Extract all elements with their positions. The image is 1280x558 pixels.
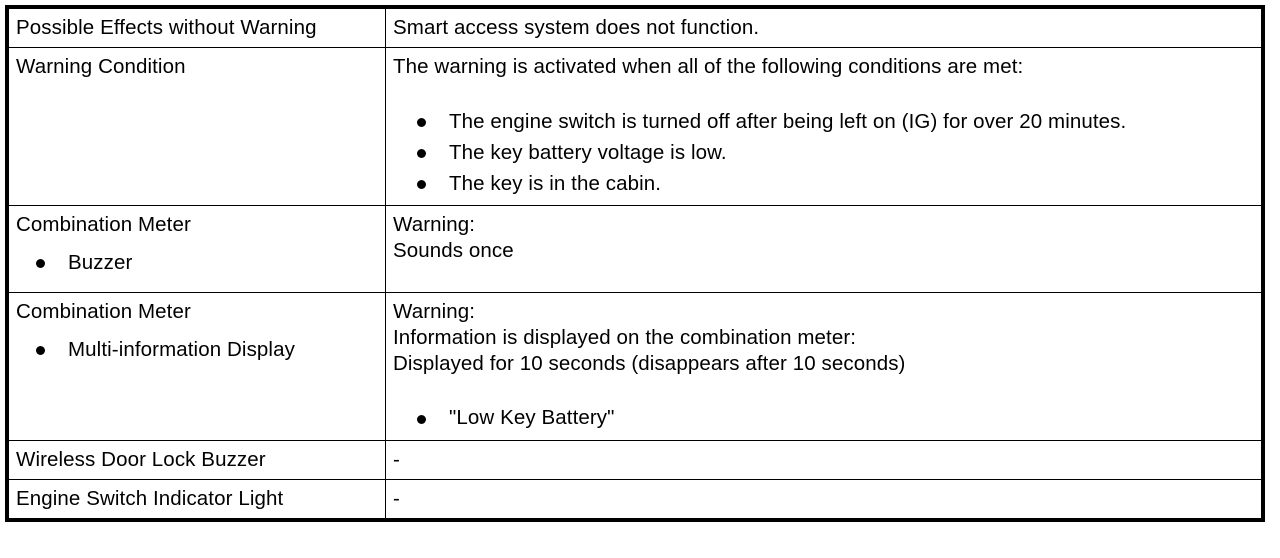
warning-specification-table: Possible Effects without Warning Smart a… bbox=[5, 5, 1265, 522]
row-label-cell-wireless-door-lock-buzzer: Wireless Door Lock Buzzer bbox=[6, 440, 386, 480]
value-line: Information is displayed on the combinat… bbox=[393, 326, 857, 349]
label-spacer bbox=[16, 325, 377, 335]
row-value-cell-combination-meter-buzzer: Warning: Sounds once bbox=[385, 205, 1264, 293]
bullet-text: Buzzer bbox=[68, 251, 133, 274]
bullet-text: The engine switch is turned off after be… bbox=[449, 110, 1127, 133]
row-label-possible-effects: Possible Effects without Warning bbox=[16, 16, 317, 39]
row-label-cell-engine-switch-indicator-light: Engine Switch Indicator Light bbox=[6, 479, 386, 521]
row-value-cell-possible-effects: Smart access system does not function. bbox=[385, 6, 1264, 48]
value-line: Displayed for 10 seconds (disappears aft… bbox=[393, 352, 906, 375]
bullet-text: "Low Key Battery" bbox=[449, 406, 615, 429]
list-item: "Low Key Battery" bbox=[393, 403, 1253, 433]
value-line: Smart access system does not function. bbox=[393, 16, 760, 39]
list-item: The key is in the cabin. bbox=[393, 168, 1253, 199]
bullet-text: Multi-information Display bbox=[68, 338, 295, 361]
row-label-cell-warning-condition: Warning Condition bbox=[6, 47, 386, 206]
table-row: Combination Meter Multi-information Disp… bbox=[6, 292, 1264, 441]
paragraph-spacer bbox=[393, 80, 1253, 106]
value-line: Warning: bbox=[393, 213, 476, 236]
value-line: Warning: bbox=[393, 300, 476, 323]
row-label-combination-meter: Combination Meter bbox=[16, 213, 191, 236]
bullet-text: The key is in the cabin. bbox=[449, 172, 662, 195]
warning-condition-bullet-list: The engine switch is turned off after be… bbox=[393, 106, 1253, 199]
row-label-combination-meter: Combination Meter bbox=[16, 300, 191, 323]
table-row: Possible Effects without Warning Smart a… bbox=[6, 6, 1264, 48]
table-row: Warning Condition The warning is activat… bbox=[6, 47, 1264, 206]
list-item: The engine switch is turned off after be… bbox=[393, 106, 1253, 137]
row-label-cell-possible-effects: Possible Effects without Warning bbox=[6, 6, 386, 48]
value-line: - bbox=[393, 448, 400, 471]
row-label-wireless-door-lock-buzzer: Wireless Door Lock Buzzer bbox=[16, 448, 266, 471]
row-value-cell-combination-meter-mid: Warning: Information is displayed on the… bbox=[385, 292, 1264, 441]
row-label-cell-combination-meter-mid: Combination Meter Multi-information Disp… bbox=[6, 292, 386, 441]
row-value-cell-wireless-door-lock-buzzer: - bbox=[385, 440, 1264, 480]
value-line: - bbox=[393, 487, 400, 510]
bullet-text: The key battery voltage is low. bbox=[449, 141, 727, 164]
list-item: The key battery voltage is low. bbox=[393, 137, 1253, 168]
row-value-cell-engine-switch-indicator-light: - bbox=[385, 479, 1264, 521]
table-row: Engine Switch Indicator Light - bbox=[6, 479, 1264, 521]
label-spacer bbox=[16, 238, 377, 248]
mid-message-bullet-list: "Low Key Battery" bbox=[393, 403, 1253, 433]
row-label-engine-switch-indicator-light: Engine Switch Indicator Light bbox=[16, 487, 284, 510]
row-label-warning-condition: Warning Condition bbox=[16, 55, 186, 78]
row-value-cell-warning-condition: The warning is activated when all of the… bbox=[385, 47, 1264, 206]
combination-meter-buzzer-sublist: Buzzer bbox=[16, 248, 377, 278]
table-row: Wireless Door Lock Buzzer - bbox=[6, 440, 1264, 480]
paragraph-spacer bbox=[393, 377, 1253, 403]
value-line: Sounds once bbox=[393, 239, 514, 262]
value-line: The warning is activated when all of the… bbox=[393, 55, 1024, 78]
table-row: Combination Meter Buzzer Warning: Sounds… bbox=[6, 205, 1264, 293]
list-item: Buzzer bbox=[16, 248, 377, 278]
list-item: Multi-information Display bbox=[16, 335, 377, 365]
row-label-cell-combination-meter-buzzer: Combination Meter Buzzer bbox=[6, 205, 386, 293]
combination-meter-mid-sublist: Multi-information Display bbox=[16, 335, 377, 365]
